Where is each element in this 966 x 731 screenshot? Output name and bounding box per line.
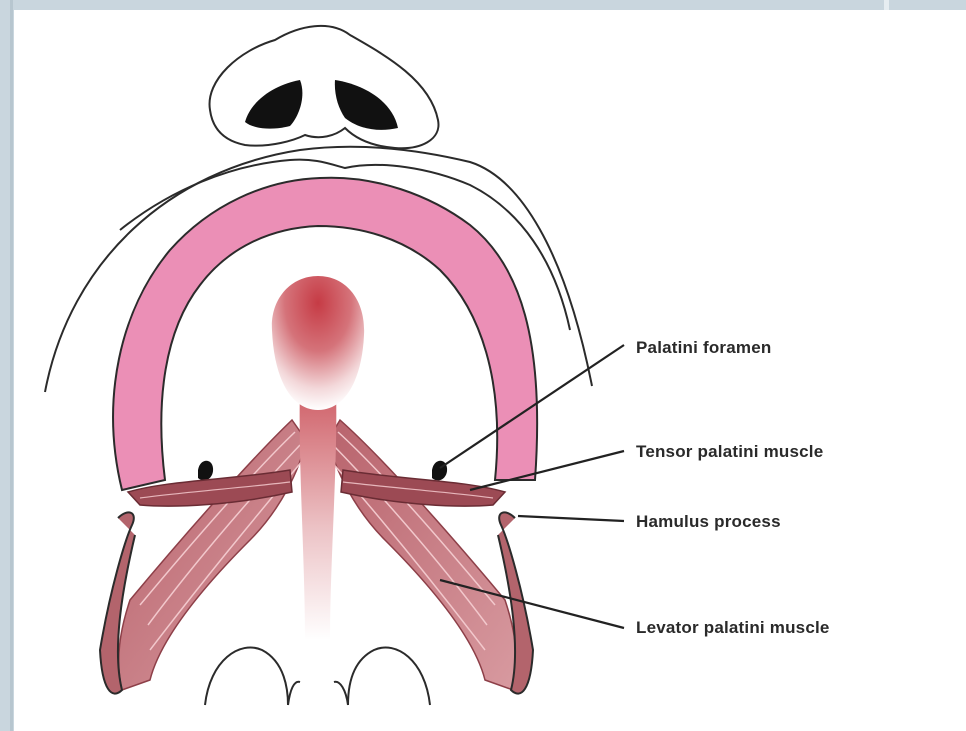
label-hamulus-process: Hamulus process [636,512,781,532]
uvula [272,276,364,410]
lower-center-left [288,682,300,705]
lower-left-contour [205,647,288,705]
leader-tensor-palatini [470,451,624,490]
uvula-stem [300,390,337,640]
label-palatini-foramen: Palatini foramen [636,338,771,358]
label-levator-palatini-muscle: Levator palatini muscle [636,618,830,638]
left-foramen [198,461,213,481]
leader-hamulus [518,516,624,521]
label-tensor-palatini-muscle: Tensor palatini muscle [636,442,823,462]
lower-center-right [334,682,348,705]
nose-outline [210,26,439,148]
right-levator-muscle [328,420,516,690]
lower-right-contour [348,647,430,705]
